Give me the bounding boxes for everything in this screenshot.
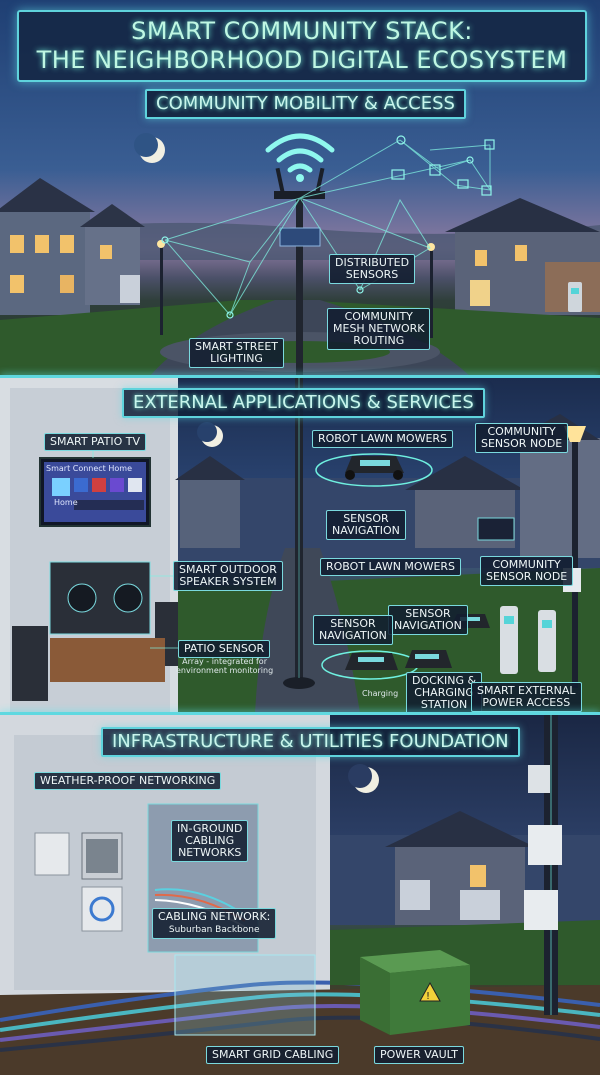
label-robot-mowers-top: ROBOT LAWN MOWERS — [312, 430, 454, 448]
label-sensor-navigation-top-line2: NAVIGATION — [332, 524, 400, 537]
charging-status: Charging — [362, 689, 399, 698]
label-cabling-network: CABLING NETWORK: Suburban Backbone — [152, 908, 277, 939]
label-docking-station: DOCKING & CHARGING STATION — [406, 672, 483, 713]
patio-sensor-description: Array - integrated for environment monit… — [176, 657, 273, 675]
tv-screen-title: Smart Connect Home — [46, 464, 132, 473]
label-mesh-routing: COMMUNITY MESH NETWORK ROUTING — [327, 308, 431, 350]
label-smart-grid-cabling: SMART GRID CABLING — [206, 1046, 340, 1064]
label-community-node-mid-line1: COMMUNITY — [492, 558, 561, 571]
infrastructure-scene: ! — [0, 715, 600, 1075]
label-speaker-system-line2: SPEAKER SYSTEM — [179, 575, 277, 588]
page-title-line2: THE NEIGHBORHOOD DIGITAL ECOSYSTEM — [36, 46, 568, 74]
label-inground-cabling-line2: CABLING — [185, 834, 235, 847]
label-community-node-top-line2: SENSOR NODE — [481, 437, 563, 450]
wifi-icon — [265, 133, 335, 173]
divider-1 — [0, 375, 600, 378]
label-docking-station-line3: STATION — [420, 698, 468, 711]
robot-mower-center — [405, 650, 452, 668]
label-sensor-navigation-right: SENSOR NAVIGATION — [388, 605, 468, 635]
label-inground-cabling: IN-GROUND CABLING NETWORKS — [171, 820, 249, 862]
patio-sensor-description-line1: Array - integrated for — [182, 657, 267, 666]
label-sensor-navigation-right-line2: NAVIGATION — [394, 619, 462, 632]
label-sensor-navigation-left-line2: NAVIGATION — [319, 629, 387, 642]
label-community-node-mid-line2: SENSOR NODE — [486, 570, 568, 583]
house-left — [0, 178, 145, 315]
infrastructure-panel: ! INFRASTRUCTURE & UTILITIES FOUNDATION … — [0, 715, 600, 1075]
label-speaker-system: SMART OUTDOOR SPEAKER SYSTEM — [173, 561, 283, 591]
section-title-mobility: COMMUNITY MOBILITY & ACCESS — [145, 89, 466, 119]
label-cabling-network-sub: Suburban Backbone — [168, 925, 260, 935]
page-title-line1: SMART COMMUNITY STACK: — [131, 17, 473, 45]
moon-icon — [348, 764, 379, 793]
label-distributed-sensors-line1: DISTRIBUTED — [335, 256, 410, 269]
power-vault — [360, 950, 470, 1035]
patio-tv — [39, 457, 151, 527]
label-power-access: SMART EXTERNAL POWER ACCESS — [471, 682, 582, 712]
mobility-panel: SMART COMMUNITY STACK: THE NEIGHBORHOOD … — [0, 0, 600, 376]
tv-screen-home: Home — [54, 498, 78, 507]
label-distributed-sensors: DISTRIBUTED SENSORS — [329, 254, 416, 284]
label-power-vault: POWER VAULT — [374, 1046, 464, 1064]
label-sensor-navigation-right-line1: SENSOR — [405, 607, 451, 620]
label-weatherproof-networking: WEATHER-PROOF NETWORKING — [34, 772, 222, 790]
label-power-access-line1: SMART EXTERNAL — [477, 684, 576, 697]
svg-text:!: ! — [426, 991, 430, 1002]
label-speaker-system-line1: SMART OUTDOOR — [179, 563, 277, 576]
page-title: SMART COMMUNITY STACK: THE NEIGHBORHOOD … — [17, 10, 587, 82]
mesh-nodes — [161, 135, 495, 319]
hazard-icon: ! — [419, 981, 441, 1002]
label-street-lighting-line1: SMART STREET — [195, 340, 279, 353]
label-patio-tv: SMART PATIO TV — [44, 433, 147, 451]
label-mesh-routing-line3: ROUTING — [353, 334, 405, 347]
label-cabling-network-title: CABLING NETWORK: — [158, 910, 271, 923]
label-power-access-line2: POWER ACCESS — [482, 696, 571, 709]
divider-2 — [0, 712, 600, 715]
label-community-node-top-line1: COMMUNITY — [487, 425, 556, 438]
label-street-lighting: SMART STREET LIGHTING — [189, 338, 285, 368]
label-sensor-navigation-left-line1: SENSOR — [330, 617, 376, 630]
smart-grid-cables — [0, 980, 600, 1052]
label-sensor-navigation-top: SENSOR NAVIGATION — [326, 510, 406, 540]
label-street-lighting-line2: LIGHTING — [210, 352, 263, 365]
services-scene — [0, 378, 600, 713]
label-inground-cabling-line1: IN-GROUND — [177, 822, 243, 835]
section-title-services: EXTERNAL APPLICATIONS & SERVICES — [122, 388, 485, 418]
label-community-node-top: COMMUNITY SENSOR NODE — [475, 423, 569, 453]
label-community-node-mid: COMMUNITY SENSOR NODE — [480, 556, 574, 586]
services-panel: EXTERNAL APPLICATIONS & SERVICES SMART P… — [0, 378, 600, 713]
label-sensor-navigation-left: SENSOR NAVIGATION — [313, 615, 393, 645]
moon-icon — [134, 133, 165, 163]
network-enclosures — [34, 832, 123, 932]
label-docking-station-line1: DOCKING & — [412, 674, 477, 687]
label-robot-mowers-mid: ROBOT LAWN MOWERS — [320, 558, 462, 576]
section-title-infrastructure: INFRASTRUCTURE & UTILITIES FOUNDATION — [101, 727, 520, 757]
patio-sensor-description-line2: environment monitoring — [176, 666, 274, 675]
power-access-stations — [500, 606, 556, 674]
label-patio-sensor: PATIO SENSOR — [178, 640, 271, 658]
moon-icon — [197, 422, 223, 447]
label-mesh-routing-line1: COMMUNITY — [344, 310, 413, 323]
label-sensor-navigation-top-line1: SENSOR — [343, 512, 389, 525]
label-mesh-routing-line2: MESH NETWORK — [333, 322, 425, 335]
speaker-system — [49, 561, 151, 635]
label-docking-station-line2: CHARGING — [414, 686, 474, 699]
label-distributed-sensors-line2: SENSORS — [345, 268, 399, 281]
robot-mower-top — [315, 453, 433, 487]
label-inground-cabling-line3: NETWORKS — [178, 846, 242, 859]
